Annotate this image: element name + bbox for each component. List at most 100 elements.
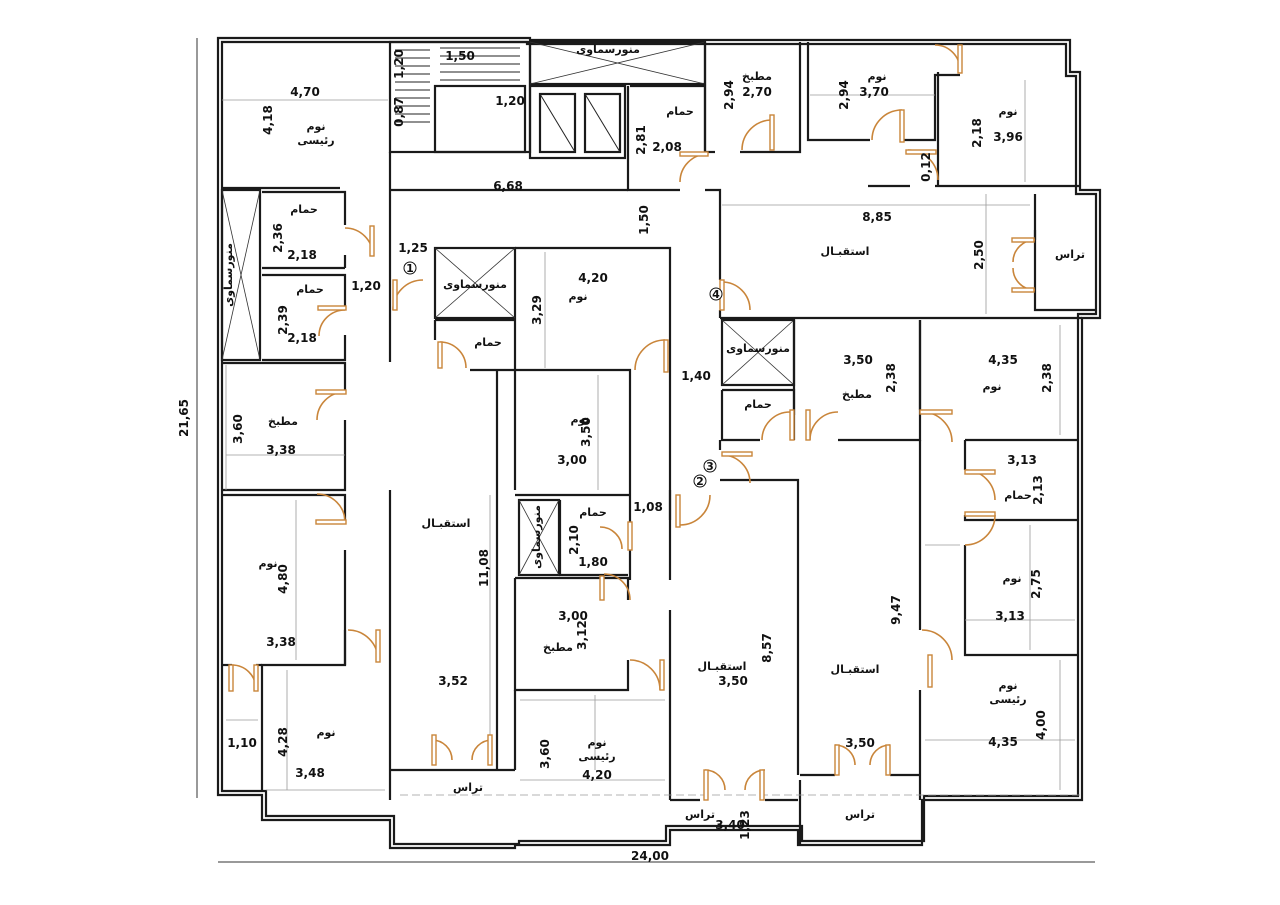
label-bedroom-right-mid: نوم [1002,572,1021,585]
dim-4-70: 4,70 [290,85,320,99]
dimension-labels: 21,65 24,00 4,70 4,18 1,20 1,50 0,87 1,2… [177,49,1054,863]
label-bedroom-center-2: نوم [570,413,589,426]
label-master-bedroom-right-1: نوم [998,679,1017,692]
marker-1: 1 [406,262,414,275]
label-bath-center-2: حمام [579,506,607,519]
dim-3-52: 3,52 [438,674,468,688]
dim-3-12: 3,12 [575,620,589,650]
label-bath-top: حمام [666,105,694,118]
dim-2-13: 2,13 [1031,475,1045,505]
dim-3-13b: 3,13 [995,609,1025,623]
dim-3-50c: 3,50 [718,674,748,688]
label-bedroom-top: نوم [867,70,886,83]
dim-3-50d: 3,50 [845,736,875,750]
dim-2-08: 2,08 [652,140,682,154]
dim-0-12: 0,12 [919,152,933,182]
label-bedroom-top-right: نوم [998,105,1017,118]
label-shaft-center-2: منورسماوی [530,505,543,569]
label-terrace-bottom-center: تراس [685,808,715,821]
dim-0-87: 0,87 [392,97,406,127]
dim-3-13a: 3,13 [1007,453,1037,467]
dim-4-20b: 4,20 [582,768,612,782]
dim-3-38a: 3,38 [266,443,296,457]
dim-11-08: 11,08 [477,549,491,587]
label-bath-right: حمام [744,398,772,411]
dim-4-28: 4,28 [276,727,290,757]
label-bedroom-right-top: نوم [982,380,1001,393]
label-master-bedroom-left-2: رئيسى [297,134,334,147]
dim-8-57: 8,57 [760,633,774,663]
label-kitchen-left: مطبخ [268,415,298,428]
dim-2-10: 2,10 [567,525,581,555]
marker-2: 2 [696,475,704,488]
label-bedroom-bottom-left: نوم [316,726,335,739]
stairwell [388,40,532,154]
dim-2-75: 2,75 [1029,569,1043,599]
dim-1-08: 1,08 [633,500,663,514]
dim-4-18: 4,18 [261,105,275,135]
dim-3-50b: 3,50 [579,417,593,447]
label-reception-right: استقبـال [831,663,880,676]
dim-3-38b: 3,38 [266,635,296,649]
dim-4-35a: 4,35 [988,353,1018,367]
label-bath-right-2: حمام [1004,489,1032,502]
label-bedroom-center: نوم [568,290,587,303]
label-shaft-left: منورسماوی [222,243,235,307]
dim-overall-height: 21,65 [177,399,191,437]
label-kitchen-center: مطبخ [543,641,573,654]
dim-3-40: 3,40 [715,818,745,832]
dim-2-81: 2,81 [634,125,648,155]
dim-4-35b: 4,35 [988,735,1018,749]
dim-3-60a: 3,60 [231,414,245,444]
dim-overall-width: 24,00 [631,849,669,863]
overall-dimension-lines [196,38,1095,863]
dim-3-00a: 3,00 [557,453,587,467]
label-master-bedroom-left-1: نوم [306,120,325,133]
dim-3-00b: 3,00 [558,609,588,623]
dim-3-60b: 3,60 [538,739,552,769]
label-terrace-bottom-left: تراس [453,781,483,794]
label-reception-top-right: استقبـال [821,245,870,258]
thin-guide-lines [222,80,1080,796]
dim-2-70: 2,70 [742,85,772,99]
dim-1-10: 1,10 [227,736,257,750]
dim-1-20c: 1,20 [351,279,381,293]
dim-9-47: 9,47 [889,595,903,625]
label-terrace-right: تراس [1055,248,1085,261]
dim-2-36: 2,36 [271,223,285,253]
dim-4-00: 4,00 [1034,710,1048,740]
dim-2-94b: 2,94 [837,80,851,110]
dim-2-50: 2,50 [972,240,986,270]
dim-8-85: 8,85 [862,210,892,224]
marker-4: 4 [712,288,720,301]
dim-1-20a: 1,20 [392,49,406,79]
dim-6-68: 6,68 [493,179,523,193]
label-terrace-bottom-right: تراس [845,808,875,821]
dim-1-25: 1,25 [398,241,428,255]
label-reception-center: استقبـال [698,660,747,673]
marker-3: 3 [706,460,714,473]
dim-2-18b: 2,18 [287,248,317,262]
label-kitchen-top: مطبخ [742,70,772,83]
label-reception-left: استقبـال [422,517,471,530]
entrance-markers: 1 2 3 4 [403,261,723,488]
label-bedroom-left: نوم [258,557,277,570]
dim-2-39: 2,39 [276,305,290,335]
label-shaft-center: منورسماوی [443,278,507,291]
label-bath-left-2: حمام [296,283,324,296]
dim-1-23: 1,23 [738,810,752,840]
label-bath-left-1: حمام [290,203,318,216]
label-master-bedroom-right-2: رئيسى [989,693,1026,706]
doors [228,44,1036,801]
dim-1-20b: 1,20 [495,94,525,108]
dim-1-50a: 1,50 [445,49,475,63]
label-shaft-right: منورسماوی [726,342,790,355]
dim-2-38a: 2,38 [884,363,898,393]
room-labels: منورسماوی مطبخ نوم نوم حمام نوم رئيسى حم… [222,43,1085,821]
dim-3-96: 3,96 [993,130,1023,144]
label-bath-center: حمام [474,336,502,349]
dim-1-50b: 1,50 [637,205,651,235]
dim-3-50a: 3,50 [843,353,873,367]
